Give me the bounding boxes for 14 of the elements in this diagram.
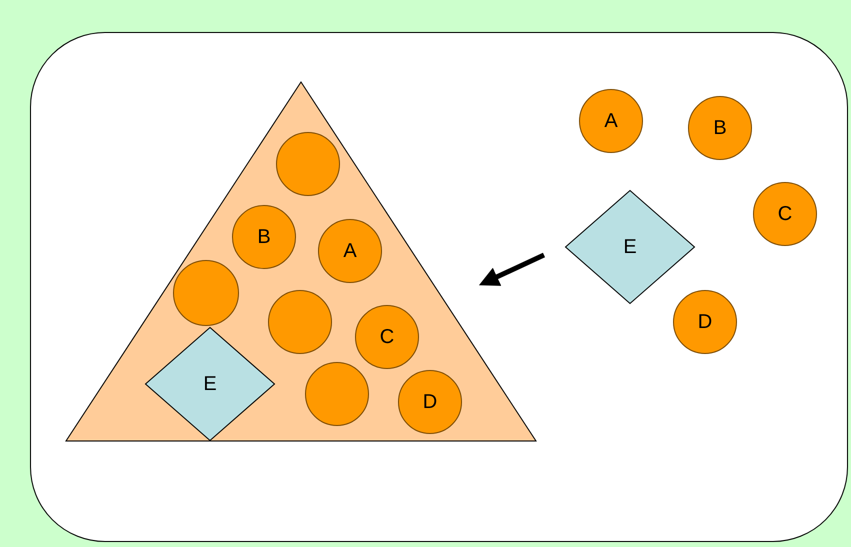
shape-label: A	[343, 240, 357, 262]
shape-label: E	[203, 372, 217, 396]
shape-label: C	[778, 202, 792, 226]
arrow	[478, 252, 546, 286]
shape-label: C	[380, 326, 394, 348]
shape-label: B	[713, 116, 727, 140]
shape-label: A	[604, 110, 618, 132]
shape-label: D	[698, 310, 712, 334]
triangle-shape	[66, 82, 536, 441]
shape-label: E	[623, 236, 637, 258]
shape-label: D	[422, 390, 438, 414]
diamond-shape	[565, 190, 695, 304]
shape-label: B	[257, 226, 271, 248]
diamond-shape	[145, 327, 275, 441]
